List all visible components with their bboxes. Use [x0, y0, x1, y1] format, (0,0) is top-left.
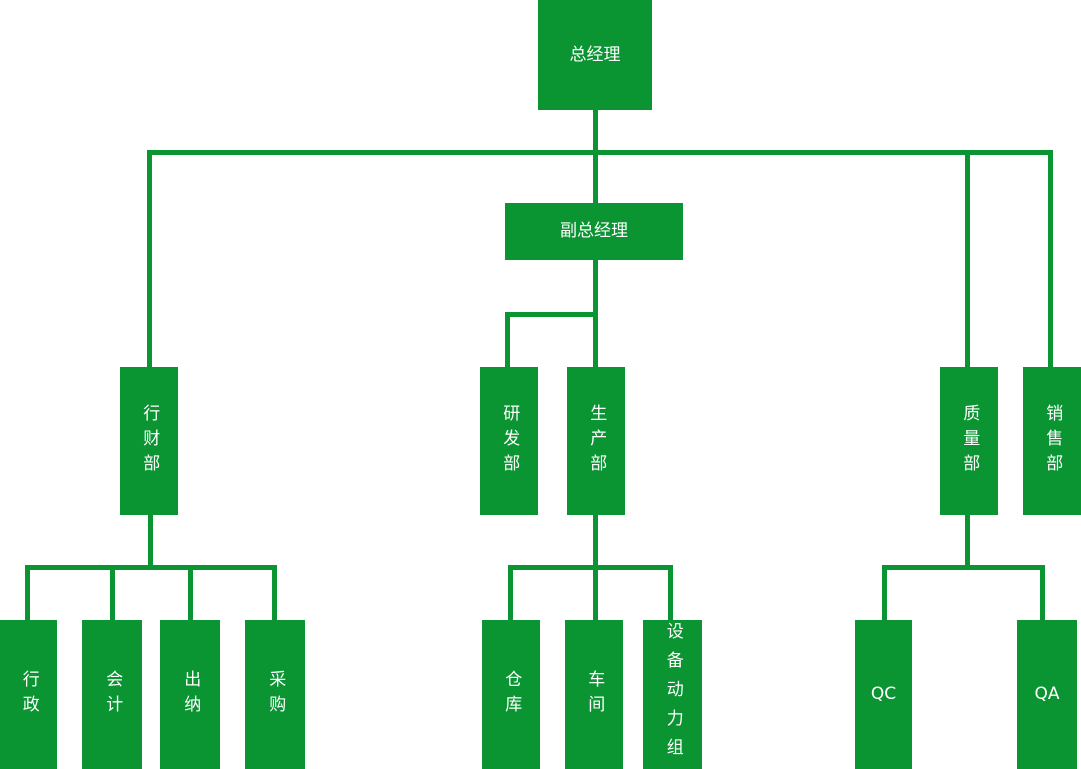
- node-qc-label: QC: [870, 684, 897, 705]
- node-procurement-label: 采购: [265, 669, 286, 720]
- node-accounting: 会计: [82, 620, 142, 769]
- connector-root-to-main: [593, 110, 598, 203]
- connector-to-accounting: [110, 565, 115, 620]
- node-cashier-label: 出纳: [180, 669, 201, 720]
- node-admin: 行政: [0, 620, 57, 769]
- node-admin-finance-dept: 行财部: [120, 367, 178, 515]
- node-quality-dept: 质量部: [940, 367, 998, 515]
- node-equipment-power-group: 设备动力组: [643, 620, 702, 769]
- node-sales-dept: 销售部: [1023, 367, 1081, 515]
- connector-to-workshop: [593, 565, 598, 620]
- connector-to-sales-dept: [1048, 150, 1053, 367]
- node-warehouse-label: 仓库: [501, 669, 522, 720]
- node-warehouse: 仓库: [482, 620, 540, 769]
- connector-deputy-branch-horizontal: [505, 312, 598, 317]
- node-cashier: 出纳: [160, 620, 220, 769]
- node-admin-label: 行政: [18, 669, 39, 720]
- connector-to-cashier: [188, 565, 193, 620]
- node-general-manager-label: 总经理: [569, 44, 621, 65]
- connector-to-warehouse: [508, 565, 513, 620]
- node-qa-label: QA: [1034, 684, 1060, 705]
- node-deputy-general-manager-label: 副总经理: [560, 221, 628, 242]
- node-qc: QC: [855, 620, 912, 769]
- node-sales-dept-label: 销售部: [1042, 403, 1063, 479]
- node-qa: QA: [1017, 620, 1077, 769]
- node-equipment-power-group-label: 设备动力组: [662, 622, 683, 767]
- node-procurement: 采购: [245, 620, 305, 769]
- node-rd-dept: 研发部: [480, 367, 538, 515]
- connector-right-children-horizontal: [882, 565, 1045, 570]
- node-workshop-label: 车间: [584, 669, 605, 720]
- connector-to-quality-dept: [965, 150, 970, 367]
- connector-to-rd-dept: [505, 312, 510, 367]
- node-workshop: 车间: [565, 620, 623, 769]
- node-quality-dept-label: 质量部: [959, 403, 980, 479]
- connector-quality-down: [965, 513, 970, 567]
- connector-to-equipment-power-group: [668, 565, 673, 620]
- node-deputy-general-manager: 副总经理: [505, 203, 683, 260]
- node-general-manager: 总经理: [538, 0, 652, 110]
- connector-to-qc: [882, 565, 887, 620]
- connector-left-children-horizontal: [25, 565, 277, 570]
- node-accounting-label: 会计: [102, 669, 123, 720]
- connector-to-qa: [1040, 565, 1045, 620]
- connector-to-admin: [25, 565, 30, 620]
- connector-to-procurement: [272, 565, 277, 620]
- node-rd-dept-label: 研发部: [499, 403, 520, 479]
- node-production-dept-label: 生产部: [586, 403, 607, 479]
- connector-production-down: [593, 515, 598, 567]
- connector-main-horizontal: [148, 150, 1053, 155]
- node-production-dept: 生产部: [567, 367, 625, 515]
- connector-mid-children-horizontal: [508, 565, 673, 570]
- connector-to-admin-finance-dept: [147, 150, 152, 367]
- connector-admin-finance-down: [148, 515, 153, 567]
- node-admin-finance-dept-label: 行财部: [139, 403, 160, 479]
